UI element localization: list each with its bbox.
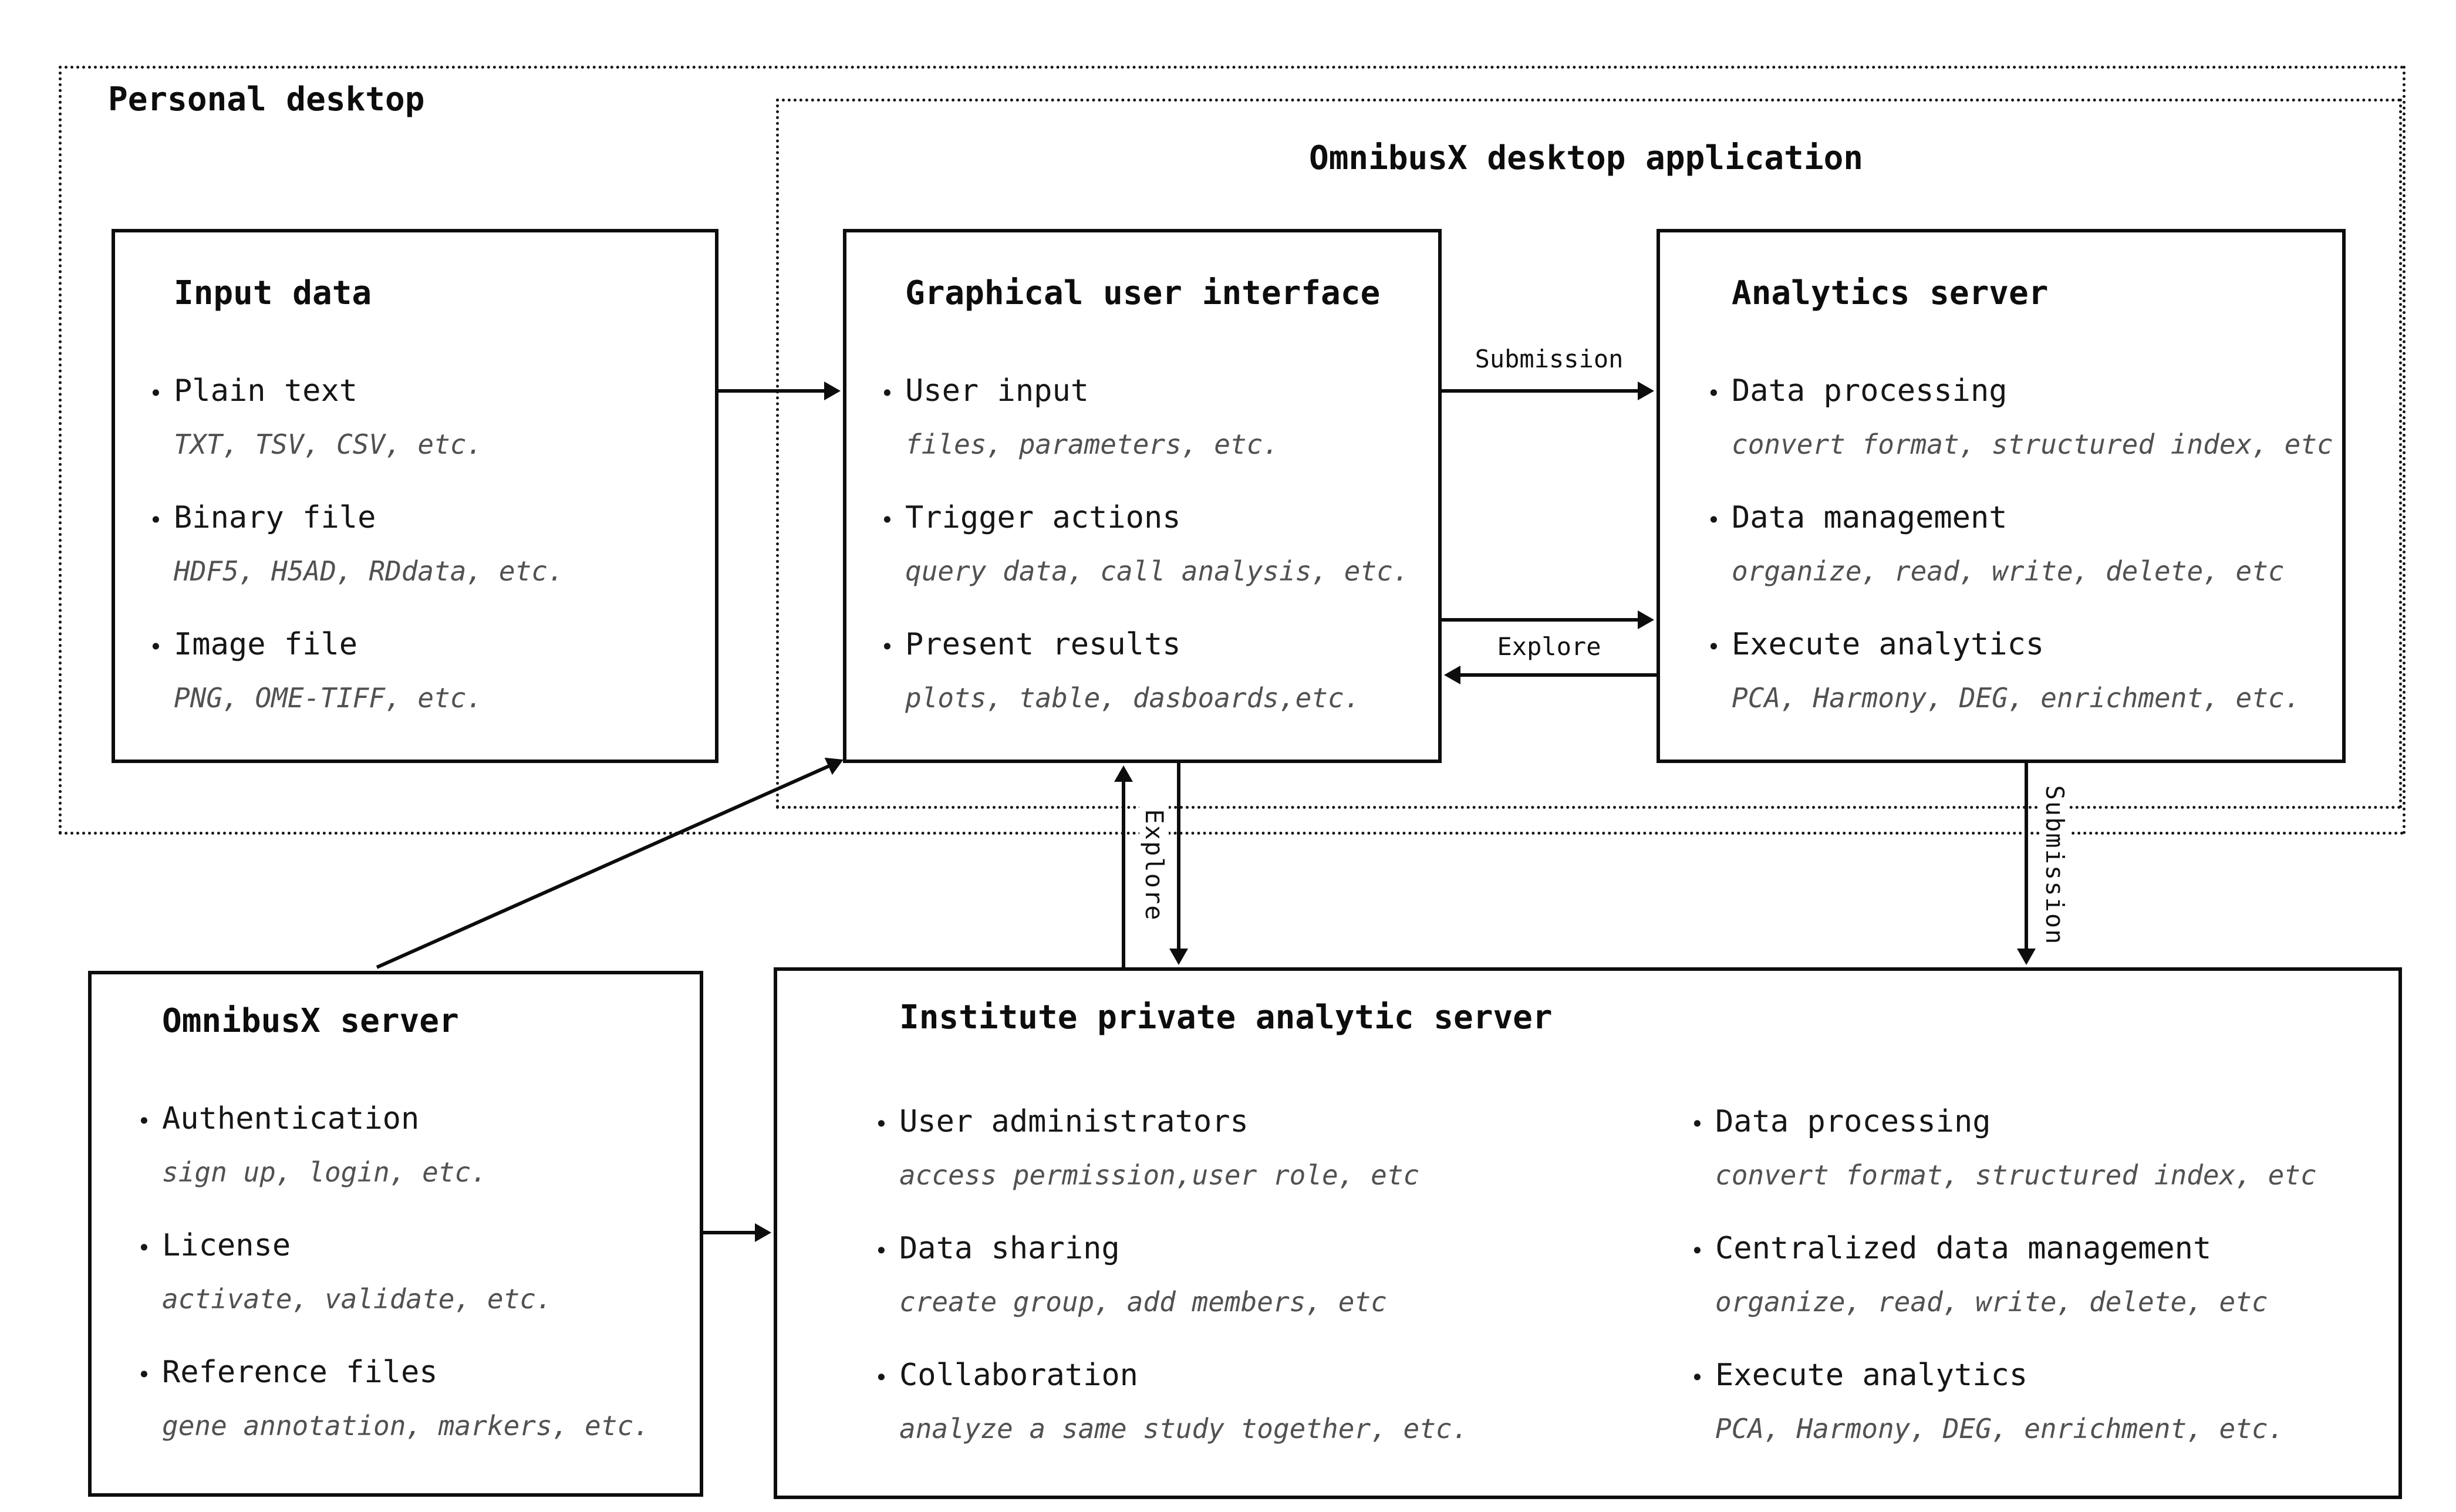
list-item: User administrators access permission,us…	[875, 1104, 1468, 1191]
arrow-gui-to-institute-down	[1177, 763, 1180, 952]
list-item: Present results plots, table, dasboards,…	[880, 627, 1438, 714]
explore-vertical-label: Explore	[1139, 804, 1169, 926]
list-item: Plain text TXT, TSV, CSV, etc.	[149, 373, 715, 460]
institute-server-box: Institute private analytic server User a…	[774, 967, 2402, 1499]
item-detail: gene annotation, markers, etc.	[162, 1410, 650, 1442]
list-item: Data processing convert format, structur…	[1707, 373, 2342, 460]
item-label: Data processing	[1732, 373, 2008, 409]
item-label: Data sharing	[899, 1231, 1120, 1266]
analytics-server-box: Analytics server Data processing convert…	[1657, 229, 2346, 763]
gui-box: Graphical user interface User input file…	[843, 229, 1442, 763]
item-detail: create group, add members, etc	[899, 1286, 1387, 1318]
item-label: Trigger actions	[905, 500, 1181, 535]
item-label: Centralized data management	[1715, 1231, 2212, 1266]
item-detail: analyze a same study together, etc.	[899, 1413, 1469, 1445]
item-label: Execute analytics	[1732, 627, 2045, 662]
item-label: Plain text	[174, 373, 358, 409]
gui-title: Graphical user interface	[905, 274, 1381, 312]
arrow-analytics-to-institute-submission	[2025, 763, 2028, 952]
list-item: User input files, parameters, etc.	[880, 373, 1438, 460]
list-item: Image file PNG, OME-TIFF, etc.	[149, 627, 715, 714]
arrow-omnibusx-to-institute	[703, 1223, 771, 1242]
institute-server-title: Institute private analytic server	[899, 998, 1553, 1037]
input-data-title: Input data	[174, 274, 372, 312]
item-label: License	[162, 1228, 291, 1263]
item-detail: files, parameters, etc.	[905, 428, 1279, 460]
arrow-institute-to-gui-up	[1122, 778, 1125, 967]
list-item: Data sharing create group, add members, …	[875, 1231, 1468, 1318]
item-detail: sign up, login, etc.	[162, 1156, 487, 1188]
item-detail: organize, read, write, delete, etc	[1732, 555, 2285, 587]
item-label: Authentication	[162, 1101, 420, 1136]
institute-left-column: User administrators access permission,us…	[875, 1104, 1469, 1445]
analytics-server-title: Analytics server	[1732, 274, 2049, 312]
arrow-input-to-gui	[718, 382, 841, 400]
omnibusx-server-box: OmnibusX server Authentication sign up, …	[88, 971, 703, 1497]
item-label: Present results	[905, 627, 1181, 662]
list-item: Data processing convert format, structur…	[1691, 1104, 2317, 1191]
item-detail: TXT, TSV, CSV, etc.	[174, 428, 483, 460]
item-label: Data management	[1732, 500, 2008, 535]
item-detail: convert format, structured index, etc	[1732, 428, 2333, 460]
item-label: Data processing	[1715, 1104, 1991, 1139]
desktop-app-label: OmnibusX desktop application	[1308, 139, 1863, 177]
arrow-analytics-to-gui-explore	[1457, 673, 1657, 677]
item-detail: access permission,user role, etc	[899, 1159, 1420, 1191]
institute-right-column: Data processing convert format, structur…	[1691, 1104, 2317, 1445]
item-label: Image file	[174, 627, 358, 662]
item-detail: plots, table, dasboards,etc.	[905, 682, 1361, 714]
item-label: Execute analytics	[1715, 1358, 2028, 1393]
arrow-gui-to-analytics-explore	[1442, 610, 1654, 629]
personal-desktop-label: Personal desktop	[108, 80, 425, 119]
list-item: Execute analytics PCA, Harmony, DEG, enr…	[1691, 1358, 2317, 1445]
explore-horizontal-label: Explore	[1492, 632, 1606, 662]
personal-desktop-container	[59, 66, 2406, 835]
input-data-box: Input data Plain text TXT, TSV, CSV, etc…	[112, 229, 718, 763]
list-item: Data management organize, read, write, d…	[1707, 500, 2342, 587]
arrow-gui-to-analytics-submission	[1442, 382, 1654, 400]
item-label: Collaboration	[899, 1358, 1138, 1393]
item-label: Reference files	[162, 1355, 438, 1390]
item-label: User administrators	[899, 1104, 1249, 1139]
list-item: Authentication sign up, login, etc.	[137, 1101, 700, 1188]
omnibusx-server-title: OmnibusX server	[162, 1002, 459, 1040]
list-item: Collaboration analyze a same study toget…	[875, 1358, 1469, 1445]
item-detail: PNG, OME-TIFF, etc.	[174, 682, 483, 714]
item-detail: PCA, Harmony, DEG, enrichment, etc.	[1715, 1413, 2285, 1445]
desktop-app-container	[776, 99, 2402, 809]
item-detail: query data, call analysis, etc.	[905, 555, 1409, 587]
item-detail: convert format, structured index, etc	[1715, 1159, 2317, 1191]
item-detail: organize, read, write, delete, etc	[1715, 1286, 2268, 1318]
item-detail: PCA, Harmony, DEG, enrichment, etc.	[1732, 682, 2301, 714]
item-label: Binary file	[174, 500, 376, 535]
list-item: Binary file HDF5, H5AD, RDdata, etc.	[149, 500, 715, 587]
list-item: Reference files gene annotation, markers…	[137, 1355, 700, 1442]
item-label: User input	[905, 373, 1089, 409]
submission-vertical-label: Submission	[2040, 780, 2069, 950]
list-item: Centralized data management organize, re…	[1691, 1231, 2317, 1318]
submission-horizontal-label: Submission	[1470, 345, 1628, 374]
item-detail: activate, validate, etc.	[162, 1283, 552, 1315]
list-item: Trigger actions query data, call analysi…	[880, 500, 1438, 587]
list-item: Execute analytics PCA, Harmony, DEG, enr…	[1707, 627, 2342, 714]
list-item: License activate, validate, etc.	[137, 1228, 700, 1315]
item-detail: HDF5, H5AD, RDdata, etc.	[174, 555, 564, 587]
